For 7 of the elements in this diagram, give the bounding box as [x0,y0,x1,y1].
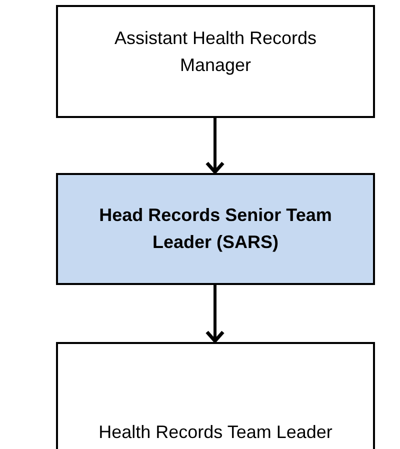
arrow [205,285,225,343]
role-title: Health Records Team Leader [98,420,332,444]
role-title: Assistant Health Records Manager [113,26,318,77]
role-box [56,5,375,118]
arrow [205,118,225,174]
role-title: Head Records Senior Team Leader (SARS) [98,204,333,254]
role-box [56,173,375,285]
